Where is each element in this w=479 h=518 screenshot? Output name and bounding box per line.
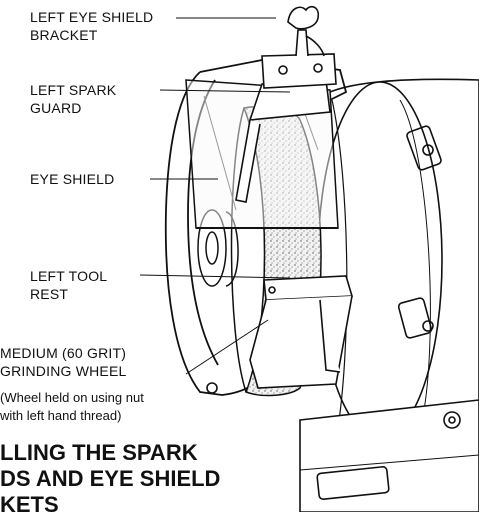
label-eye-shield-bracket-line2: BRACKET bbox=[30, 27, 98, 43]
label-grinding-wheel-line1: MEDIUM (60 GRIT) bbox=[0, 345, 127, 361]
label-spark-guard-line1: LEFT SPARK bbox=[30, 82, 117, 98]
label-spark-guard-line2: GUARD bbox=[30, 100, 82, 116]
label-eye-shield: EYE SHIELD bbox=[30, 171, 115, 187]
label-grinding-wheel-line2: GRINDING WHEEL bbox=[0, 363, 127, 379]
section-heading-line1: LLING THE SPARK bbox=[0, 440, 198, 465]
eye-shield-bracket bbox=[261, 5, 337, 89]
tool-rest bbox=[206, 275, 354, 394]
section-heading-line2: DS AND EYE SHIELD bbox=[0, 466, 221, 491]
leader-lines bbox=[139, 17, 291, 375]
label-eye-shield-bracket-line1: LEFT EYE SHIELD bbox=[30, 9, 154, 25]
note-wheel-nut-line1: (Wheel held on using nut bbox=[0, 390, 144, 405]
label-tool-rest-line1: LEFT TOOL bbox=[30, 268, 108, 284]
section-heading-line3: KETS bbox=[0, 492, 59, 517]
label-tool-rest-line2: REST bbox=[30, 286, 69, 302]
spark-guard bbox=[235, 79, 331, 203]
leader-spark-guard bbox=[159, 89, 291, 93]
leader-tool-rest bbox=[139, 274, 291, 279]
grinder-base bbox=[299, 399, 479, 512]
leader-grinding-wheel bbox=[185, 319, 269, 375]
note-wheel-nut-line2: with left hand thread) bbox=[0, 408, 122, 423]
